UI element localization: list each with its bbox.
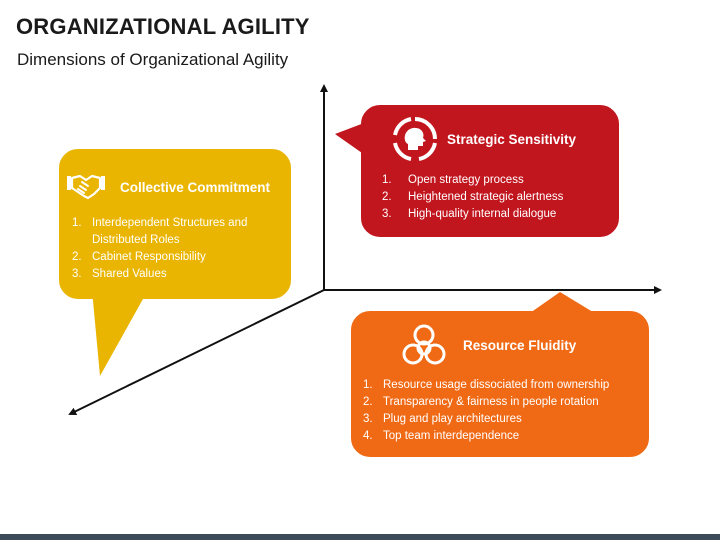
collective-callout-shape [57,147,293,376]
page-title: ORGANIZATIONAL AGILITY [16,14,310,39]
list-item: 4.Top team interdependence [363,430,520,442]
list-item: 1.Open strategy process [382,174,524,186]
strategic-sensitivity-heading: Strategic Sensitivity [447,132,577,147]
resource-fluidity-card: Resource Fluidity 1.Resource usage disso… [350,310,650,458]
resource-fluidity-heading: Resource Fluidity [463,338,577,353]
strategic-sensitivity-list: 1.Open strategy process 2.Heightened str… [382,172,563,223]
resource-callout-shape [349,292,651,459]
bottom-bar [0,534,720,540]
strategic-callout-shape [335,103,621,239]
list-item: 3.Plug and play architectures [363,413,522,425]
list-item: 2.Transparency & fairness in people rota… [363,396,599,408]
resource-fluidity-list: 1.Resource usage dissociated from owners… [363,377,609,445]
list-item: 2.Cabinet Responsibility [72,251,206,263]
collective-commitment-heading: Collective Commitment [120,180,271,195]
handshake-icon [66,172,106,200]
celtic-knot-icon [400,322,448,370]
page-subtitle: Dimensions of Organizational Agility [17,50,289,69]
list-item: 1.Resource usage dissociated from owners… [363,379,610,391]
strategic-sensitivity-card: Strategic Sensitivity 1.Open strategy pr… [360,104,620,238]
list-item: 2.Heightened strategic alertness [382,191,564,203]
list-item: 3.Shared Values [72,268,167,280]
list-item: 3.High-quality internal dialogue [382,208,557,220]
head-refresh-icon [392,116,438,162]
collective-commitment-card: Collective Commitment 1.Interdependent S… [58,148,292,300]
axis-diagonal [68,289,325,415]
